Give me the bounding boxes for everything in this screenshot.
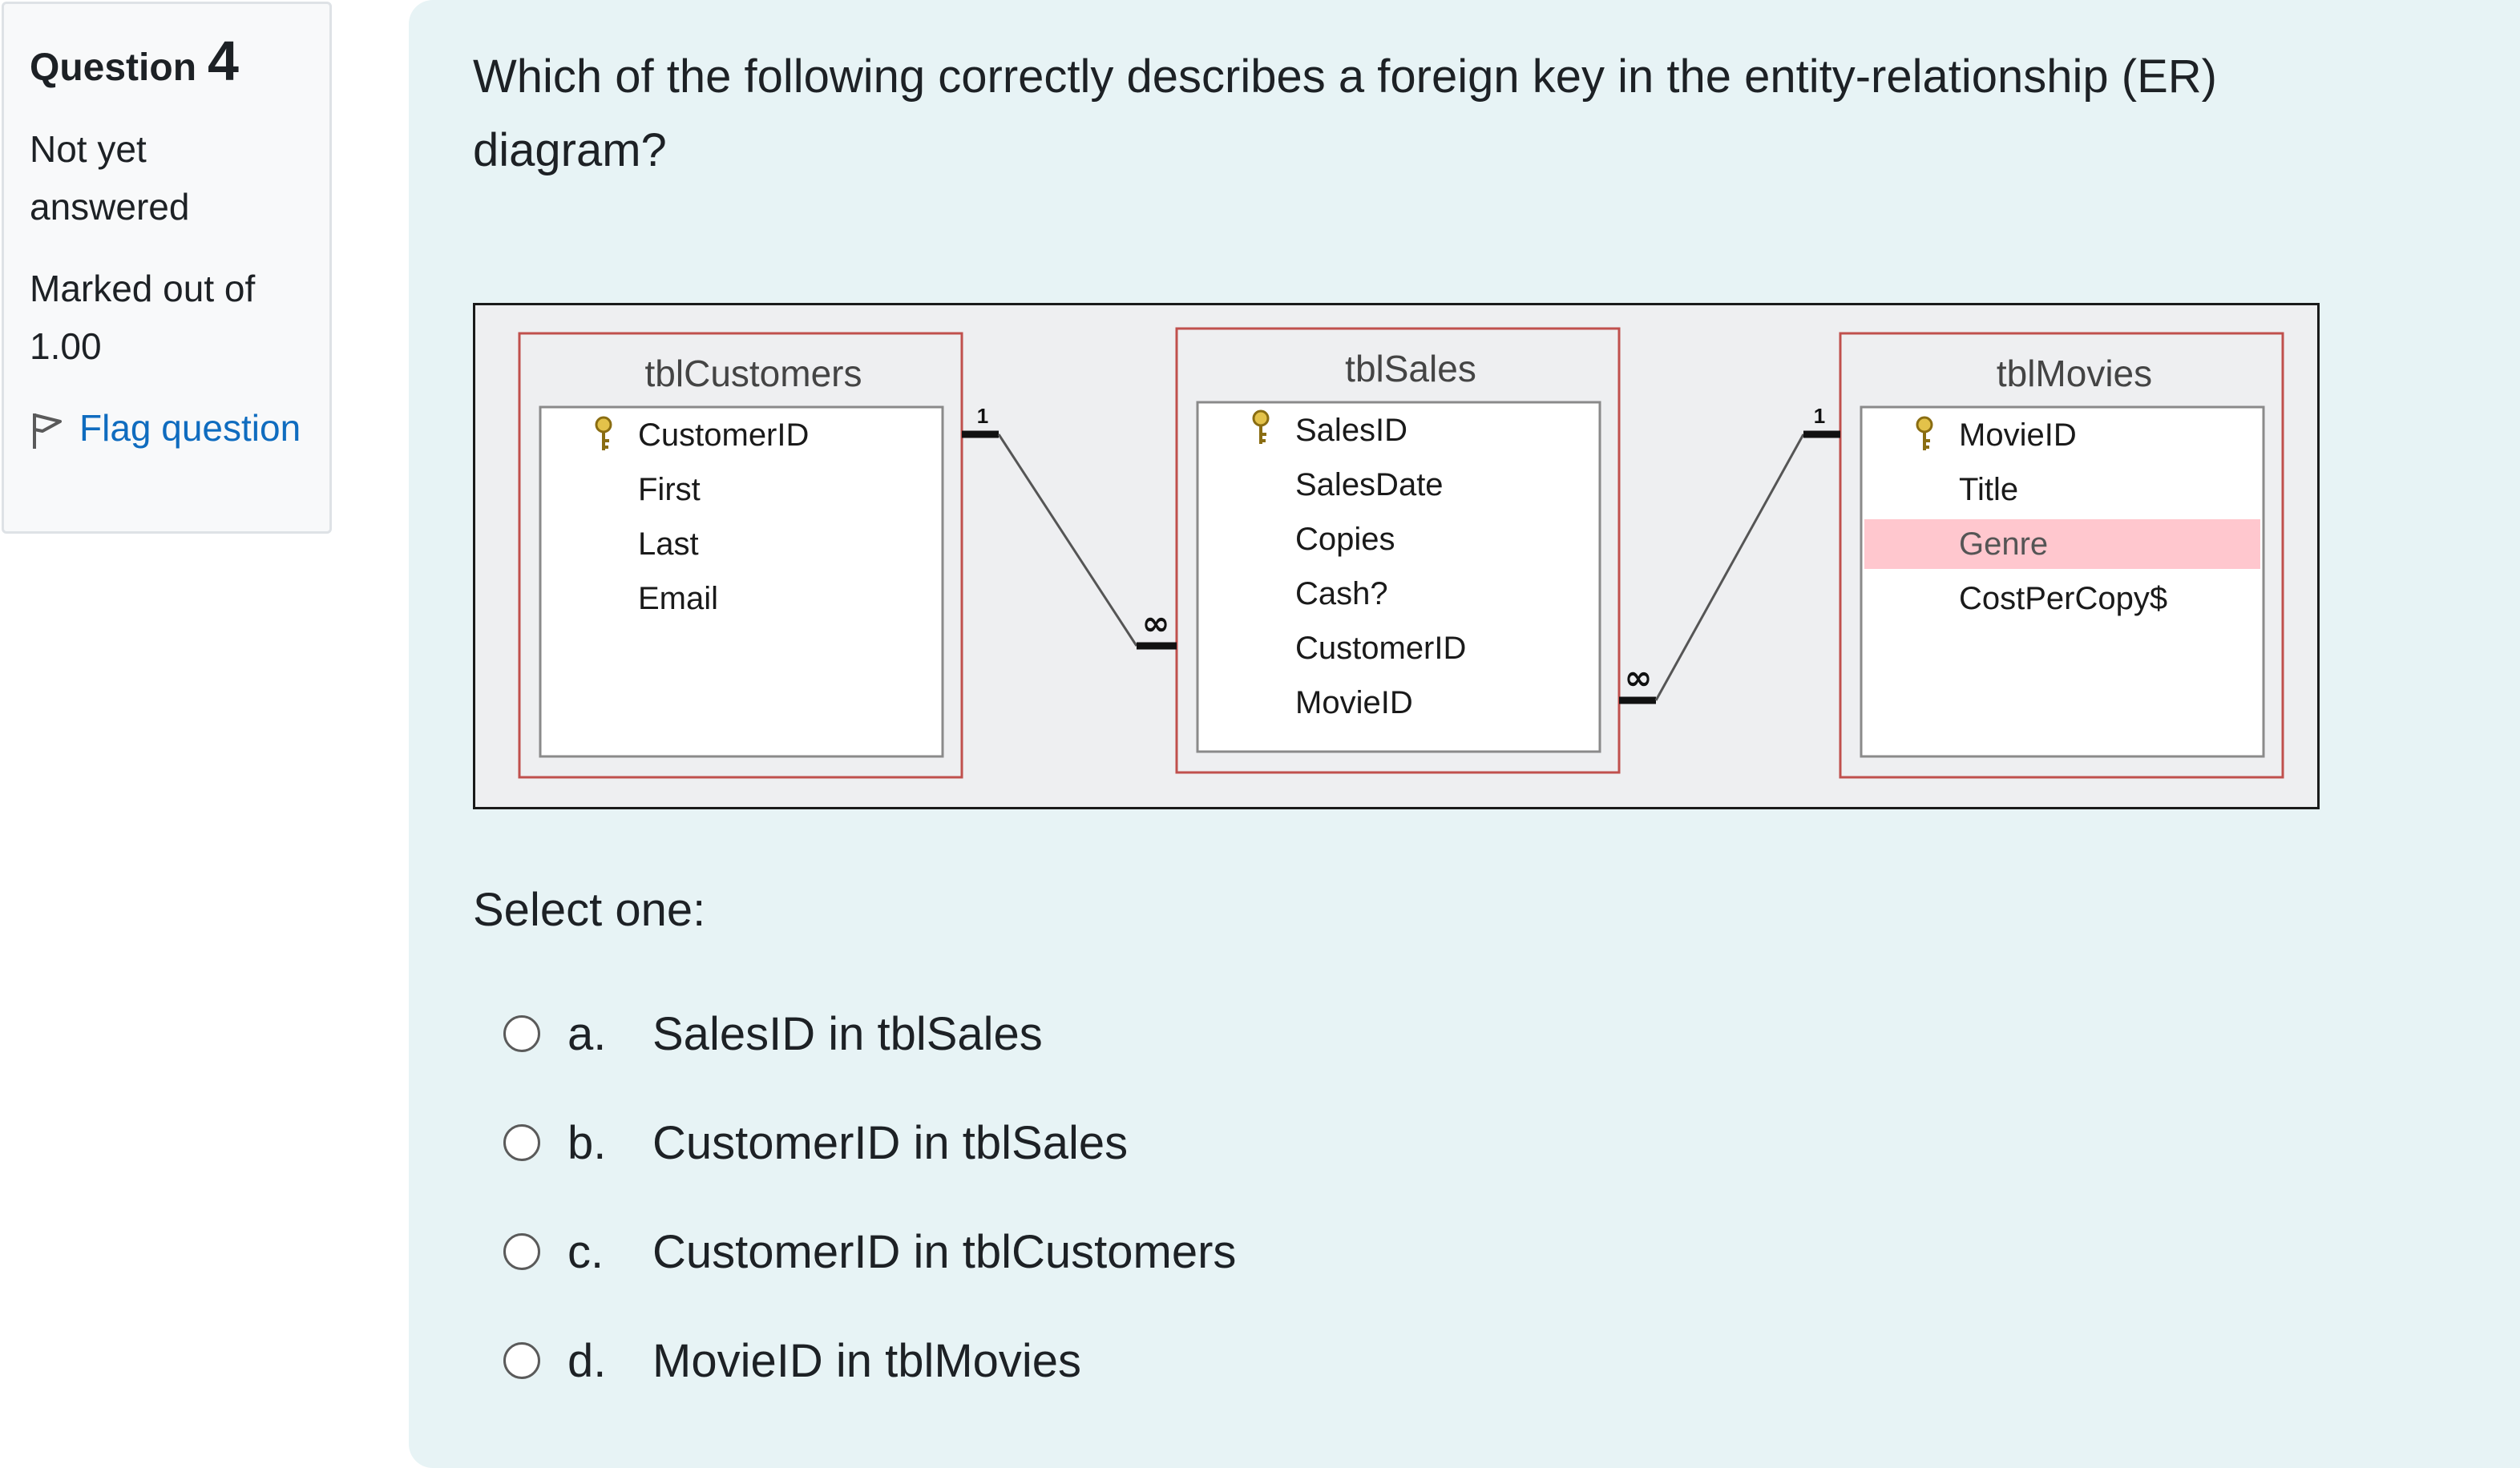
answer-option-c[interactable]: c. CustomerID in tblCustomers	[503, 1197, 1236, 1306]
many-cardinality-label: ∞	[1142, 603, 1170, 643]
one-cardinality-label: 1	[977, 404, 988, 428]
field-title: Title	[1959, 472, 2018, 507]
answer-text: CustomerID in tblCustomers	[652, 1225, 1237, 1278]
er-diagram-svg: tblCustomers CustomerID First Last Email…	[473, 303, 2320, 809]
field-costpercopy: CostPerCopy$	[1959, 581, 2167, 616]
answer-text: CustomerID in tblSales	[652, 1116, 1129, 1169]
primary-key-icon	[595, 416, 612, 450]
flag-question-link[interactable]: Flag question	[30, 399, 304, 457]
field-salesid: SalesID	[1295, 413, 1407, 448]
field-genre: Genre	[1959, 526, 2048, 562]
primary-key-icon	[1252, 409, 1270, 444]
answer-letter: b.	[567, 1116, 607, 1169]
field-first: First	[638, 472, 701, 507]
answer-text: SalesID in tblSales	[652, 1007, 1043, 1060]
field-last: Last	[638, 526, 699, 562]
answer-letter: c.	[567, 1225, 604, 1278]
field-movieid: MovieID	[1295, 685, 1413, 720]
field-customerid: CustomerID	[1295, 631, 1466, 666]
answer-letter: d.	[567, 1334, 607, 1387]
field-salesdate: SalesDate	[1295, 467, 1444, 502]
table-tblsales: tblSales SalesID SalesDate Copies Cash? …	[1175, 327, 1621, 774]
er-diagram: tblCustomers CustomerID First Last Email…	[473, 303, 2320, 809]
answer-option-b[interactable]: b. CustomerID in tblSales	[503, 1088, 1236, 1197]
question-number-heading: Question 4	[30, 33, 304, 96]
table-title: tblMovies	[1997, 353, 2152, 394]
answer-option-a[interactable]: a. SalesID in tblSales	[503, 979, 1236, 1088]
primary-key-icon	[1916, 416, 1933, 450]
radio-button[interactable]	[503, 1124, 540, 1161]
question-info-panel: Question 4 Not yet answered Marked out of…	[2, 2, 332, 534]
flag-icon	[30, 409, 65, 449]
question-content: Which of the following correctly describ…	[409, 0, 2520, 1468]
answer-option-d[interactable]: d. MovieID in tblMovies	[503, 1306, 1236, 1415]
question-label: Question	[30, 46, 197, 89]
relationship-customers-sales: 1 ∞	[962, 404, 1177, 650]
question-text: Which of the following correctly describ…	[473, 50, 2217, 176]
table-tblmovies: tblMovies MovieID Title Genre CostPerCop…	[1839, 332, 2284, 779]
many-cardinality-label: ∞	[1625, 658, 1653, 697]
table-tblcustomers: tblCustomers CustomerID First Last Email	[518, 332, 963, 779]
one-cardinality-label: 1	[1814, 404, 1825, 428]
answer-options: a. SalesID in tblSales b. CustomerID in …	[503, 979, 1236, 1415]
question-grade: Marked out of 1.00	[30, 268, 256, 367]
table-title: tblCustomers	[645, 353, 862, 394]
radio-button[interactable]	[503, 1015, 540, 1052]
answer-letter: a.	[567, 1007, 607, 1060]
flag-label: Flag question	[79, 407, 301, 449]
question-number: 4	[208, 30, 239, 92]
field-email: Email	[638, 581, 718, 616]
highlight-row-genre	[1864, 519, 2260, 569]
radio-button[interactable]	[503, 1342, 540, 1379]
radio-button[interactable]	[503, 1233, 540, 1270]
field-movieid: MovieID	[1959, 417, 2077, 453]
answer-text: MovieID in tblMovies	[652, 1334, 1082, 1387]
relationship-sales-movies: ∞ 1	[1619, 404, 1840, 704]
question-state: Not yet answered	[30, 128, 190, 228]
field-cash: Cash?	[1295, 576, 1388, 611]
table-title: tblSales	[1345, 348, 1476, 389]
select-one-prompt: Select one:	[473, 884, 706, 936]
field-copies: Copies	[1295, 522, 1395, 557]
field-customerid: CustomerID	[638, 417, 809, 453]
